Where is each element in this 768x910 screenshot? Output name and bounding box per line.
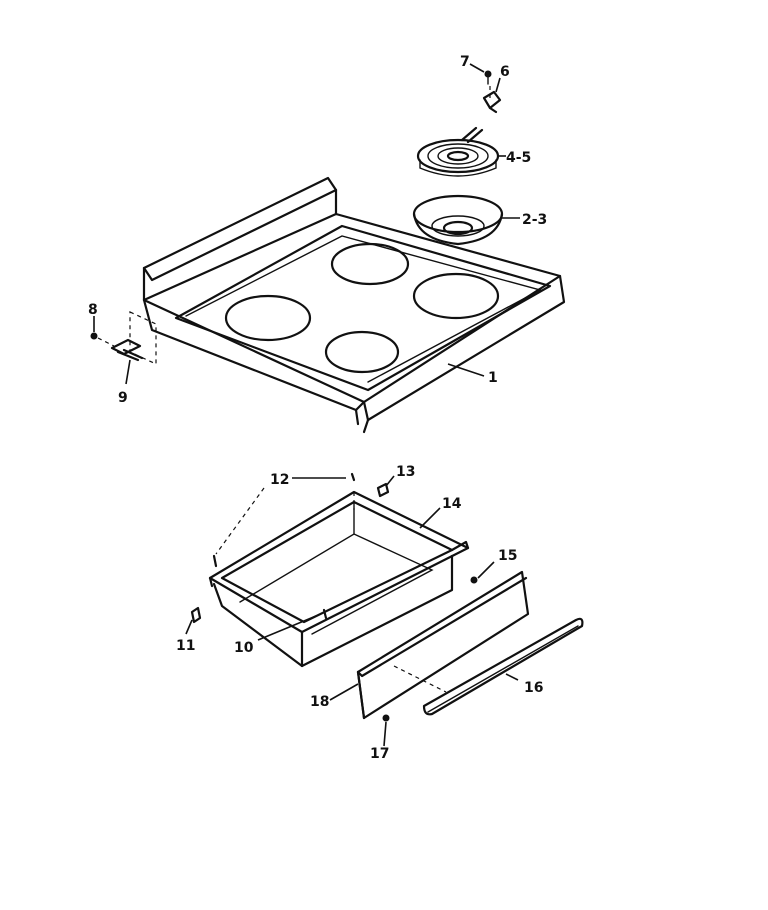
callout-4-5: 4-5: [506, 150, 531, 166]
screw: [484, 70, 492, 85]
cooktop-main-top: [142, 176, 566, 434]
callout-12: 12: [270, 472, 289, 488]
drip-bowl: [412, 194, 504, 246]
callout-14: 14: [442, 496, 462, 512]
drawer-clip: [376, 482, 390, 498]
hinge-bracket: [110, 311, 157, 365]
callout-16: 16: [524, 680, 543, 696]
receptacle: [482, 90, 502, 114]
drawer-front-panel: [356, 570, 530, 720]
drawer-handle: [422, 617, 584, 716]
storage-drawer: [208, 490, 470, 668]
callout-6: 6: [500, 64, 510, 80]
callout-11: 11: [176, 638, 195, 654]
callout-17: 17: [370, 746, 389, 762]
callout-2-3: 2-3: [522, 212, 547, 228]
callout-7: 7: [460, 54, 470, 70]
callout-9: 9: [118, 390, 128, 406]
bracket-screw: [90, 332, 98, 340]
drawer-glide: [190, 606, 202, 624]
callout-10: 10: [234, 640, 254, 656]
callout-18: 18: [310, 694, 329, 710]
callout-8: 8: [88, 302, 98, 318]
callout-15: 15: [498, 548, 517, 564]
callout-1: 1: [488, 370, 498, 386]
callout-13: 13: [396, 464, 415, 480]
surface-element: [416, 126, 500, 177]
